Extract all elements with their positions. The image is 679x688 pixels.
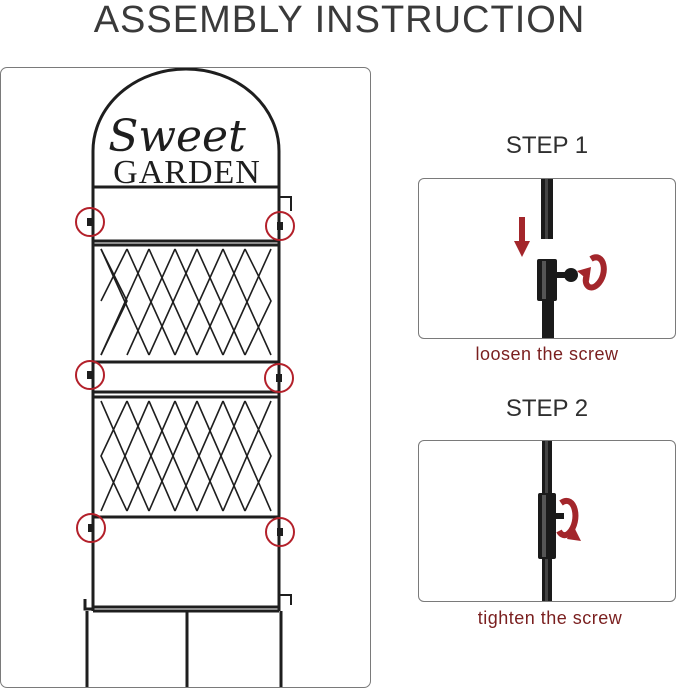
step-2-illustration	[538, 441, 581, 601]
upper-lattice	[100, 248, 272, 356]
connector-markers	[75, 207, 295, 547]
step-2-title: STEP 2	[505, 395, 589, 422]
step-2-caption: tighten the screw	[477, 608, 623, 628]
step-2-panel	[418, 440, 676, 602]
step-1-illustration	[514, 179, 607, 338]
marker-bottom-left	[76, 513, 106, 543]
sign-script-text: Sweet	[108, 111, 246, 162]
marker-bottom-right	[265, 517, 295, 547]
step-1-caption: loosen the screw	[475, 344, 619, 364]
lower-lattice	[100, 400, 272, 512]
step-1-panel	[418, 178, 676, 339]
fence-arch	[91, 68, 281, 186]
marker-mid-right	[264, 363, 294, 393]
marker-top-left	[75, 207, 105, 237]
fence-illustration: Sweet GARDEN	[75, 68, 295, 687]
marker-top-right	[265, 211, 295, 241]
page-title: ASSEMBLY INSTRUCTION	[93, 0, 586, 41]
loosen-rotate-arrow-icon	[577, 254, 607, 291]
sign-caps-text: GARDEN	[113, 154, 261, 191]
tighten-rotate-arrow-icon	[556, 497, 581, 541]
step-1-title: STEP 1	[505, 132, 589, 159]
marker-mid-left	[75, 360, 105, 390]
fence-panel: Sweet GARDEN	[0, 67, 371, 688]
down-arrow-icon	[514, 217, 530, 257]
